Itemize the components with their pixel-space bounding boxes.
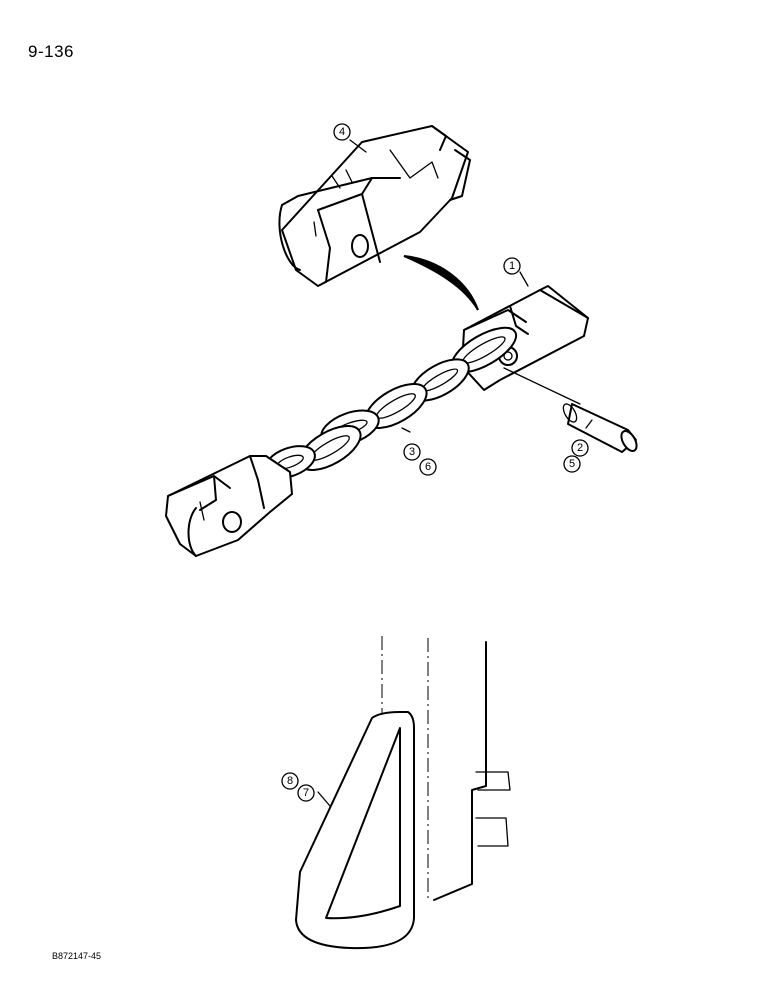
pin [562, 403, 638, 453]
callout-1-label: 1 [509, 260, 515, 272]
clevis-detail-4 [278, 125, 471, 287]
callout-6-label: 6 [425, 461, 431, 473]
figure-code: B872147-45 [52, 951, 102, 961]
callout-3: 3 [403, 443, 421, 461]
callout-7-label: 7 [303, 787, 309, 799]
mounting-structure [381, 636, 511, 920]
page-number: 9-136 [28, 42, 74, 61]
pointer-arrow [403, 255, 479, 311]
callout-2-label: 2 [577, 442, 583, 454]
leader-lines [317, 139, 593, 807]
callout-5: 5 [563, 455, 581, 473]
callout-8: 8 [281, 772, 299, 790]
callout-5-label: 5 [569, 458, 575, 470]
callout-2: 2 [571, 439, 589, 457]
clevis-end-lower [165, 455, 293, 557]
chain [264, 326, 518, 479]
callout-6: 6 [419, 458, 437, 476]
callout-4-label: 4 [339, 126, 345, 138]
callout-8-label: 8 [287, 775, 293, 787]
guide-bracket [295, 711, 415, 950]
callout-1: 1 [503, 257, 521, 275]
callout-3-label: 3 [409, 446, 415, 458]
callout-4: 4 [333, 123, 351, 141]
callout-7: 7 [297, 784, 315, 802]
